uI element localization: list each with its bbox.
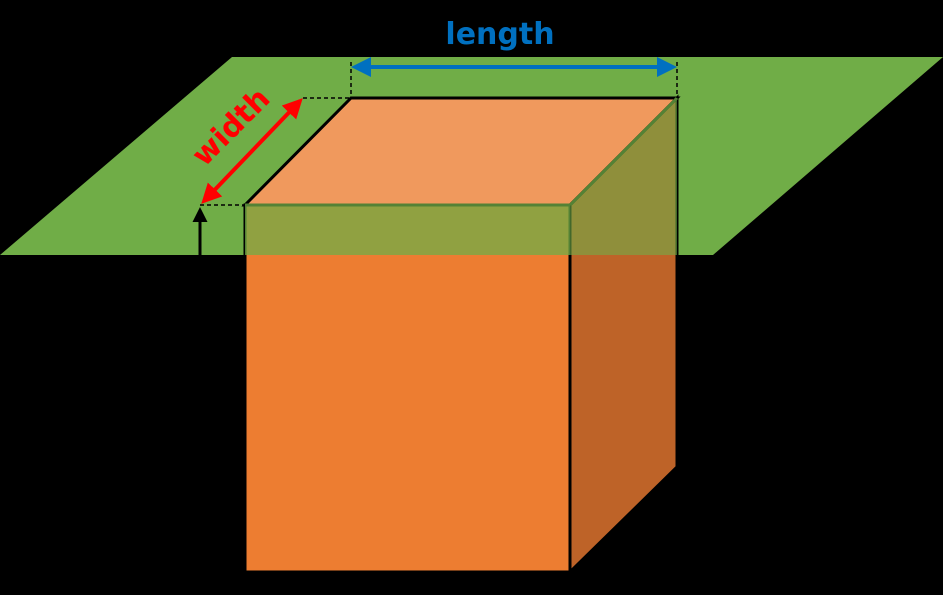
length-label: length: [445, 17, 554, 52]
plane-overlay-front: [245, 205, 570, 255]
plane-overlay-side: [570, 98, 677, 255]
width-arrow: [201, 98, 303, 204]
plane-edge-side: [568, 96, 679, 207]
box-front-face: [243, 203, 572, 574]
